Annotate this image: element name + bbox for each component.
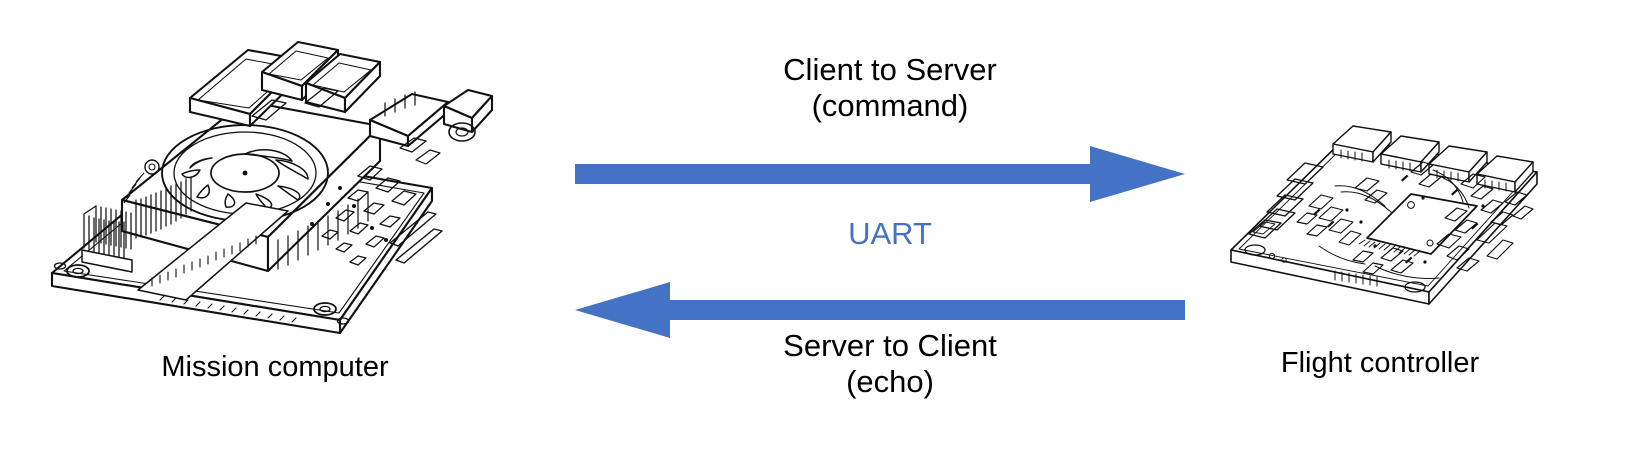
flow-label-server-to-client: Server to Client (echo) xyxy=(540,328,1240,400)
flow-label-client-to-server-line2: (command) xyxy=(811,88,969,123)
node-flight-controller: Flight controller xyxy=(1215,110,1545,380)
communication-link-group: Client to Server (command) UART Server t… xyxy=(540,0,1240,474)
node-label-flight-controller: Flight controller xyxy=(1280,347,1480,379)
flow-label-server-to-client-line2: (echo) xyxy=(846,364,934,399)
arrow-left-icon xyxy=(575,282,1185,338)
flow-label-client-to-server-line1: Client to Server xyxy=(783,52,997,87)
node-label-mission-computer: Mission computer xyxy=(161,351,389,383)
flow-label-client-to-server: Client to Server (command) xyxy=(540,52,1240,124)
node-mission-computer: Mission computer xyxy=(40,28,510,384)
flight-controller-pcb-icon xyxy=(1230,125,1538,305)
protocol-label-uart: UART xyxy=(848,216,932,251)
flow-label-server-to-client-line1: Server to Client xyxy=(783,328,997,363)
arrow-right-icon xyxy=(575,146,1185,202)
single-board-computer-with-fan-icon xyxy=(50,40,494,335)
